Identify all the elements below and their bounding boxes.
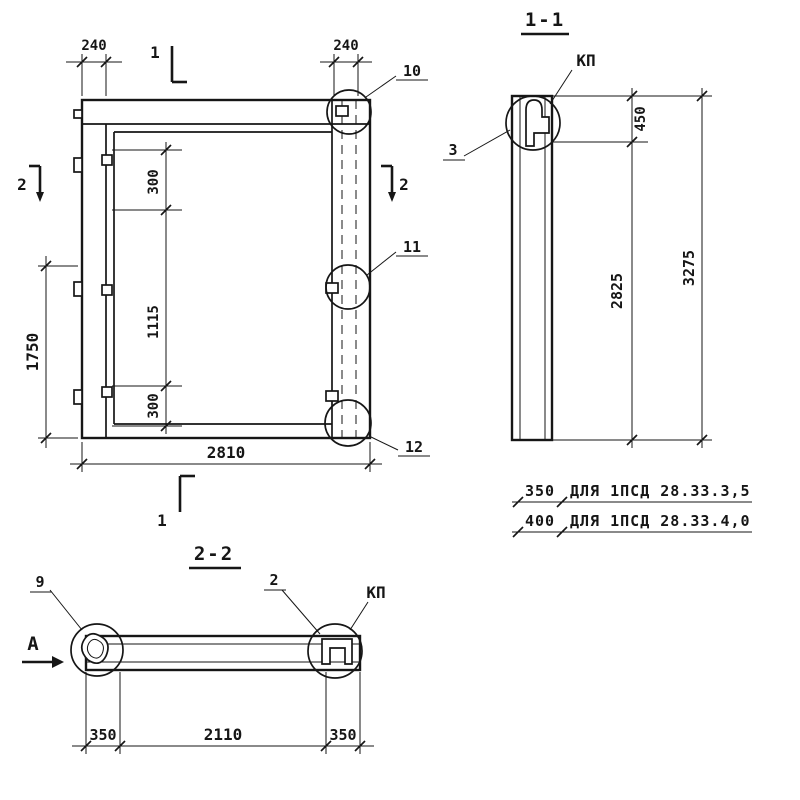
label-2-leader (281, 589, 321, 635)
section-mark-2-left-label: 2 (17, 175, 27, 194)
left-anchor-profile-inner (86, 638, 104, 659)
label-2: 2 (269, 571, 278, 589)
view-a-label: А (27, 633, 40, 655)
label-3: 3 (448, 141, 457, 159)
section-2-2-title: 2-2 (194, 543, 234, 565)
section-mark-2-right (381, 164, 396, 202)
note-2-text: ДЛЯ 1ПСД 28.33.4,0 (570, 512, 751, 530)
detail-10-label: 10 (403, 62, 421, 80)
dim-2110-label: 2110 (204, 725, 243, 744)
dim-350-right-label: 350 (329, 726, 356, 744)
section-2-2-view: 2-2 9 2 КП А (22, 543, 386, 754)
section-1-1-title: 1-1 (525, 9, 565, 31)
dim-240-right (320, 54, 372, 96)
dim-300-bottom-label: 300 (146, 393, 162, 418)
dim-2825-label: 2825 (608, 273, 626, 309)
section-mark-1-top (170, 46, 187, 84)
kp-channel-profile (321, 638, 353, 665)
label-9-leader (49, 589, 83, 631)
label-3-leader (463, 129, 511, 157)
notes-block: 350 ДЛЯ 1ПСД 28.33.3,5 400 ДЛЯ 1ПСД 28.3… (512, 482, 752, 538)
dim-450-label: 450 (633, 106, 649, 131)
section-mark-1-top-label: 1 (150, 43, 160, 62)
kp-hook-profile (525, 99, 550, 147)
dim-1750 (38, 256, 78, 448)
section-mark-1-bottom (178, 474, 195, 512)
kp-label-1-1: КП (576, 51, 595, 70)
left-anchor-profile (80, 632, 109, 665)
dim-300-top-label: 300 (146, 169, 162, 194)
column-section (505, 94, 561, 442)
right-detail-circle (307, 623, 363, 679)
view-arrow-a (22, 656, 64, 668)
dim-1115-label: 1115 (146, 305, 162, 339)
left-detail-circle (70, 623, 124, 677)
kp-detail-circle (505, 95, 561, 151)
dim-240-left-label: 240 (81, 38, 106, 54)
kp-leader-2-2 (349, 601, 369, 631)
dims-1-1 (552, 88, 712, 448)
front-view: 10 11 12 1 1 2 2 (17, 38, 430, 530)
dim-350-left-label: 350 (89, 726, 116, 744)
detail-12-label: 12 (405, 438, 423, 456)
dim-240-right-label: 240 (333, 38, 358, 54)
embed-plates (73, 105, 349, 405)
section-mark-2-right-label: 2 (399, 175, 409, 194)
dim-1750-label: 1750 (23, 333, 42, 372)
note-row-1 (512, 496, 752, 508)
section-mark-2-left (29, 164, 44, 202)
section-mark-1-bottom-label: 1 (157, 511, 167, 530)
note-row-2 (512, 526, 752, 538)
detail-11-label: 11 (403, 238, 421, 256)
dim-3275-label: 3275 (680, 250, 698, 286)
kp-leader (549, 69, 573, 105)
kp-label-2-2: КП (366, 583, 385, 602)
note-1-text: ДЛЯ 1ПСД 28.33.3,5 (570, 482, 751, 500)
slab-section (70, 623, 363, 679)
dim-2810-label: 2810 (207, 443, 246, 462)
dims-2-2 (72, 672, 374, 754)
label-9: 9 (35, 573, 44, 591)
section-1-1-view: 1-1 КП 3 450 2825 3275 (443, 9, 712, 448)
panel-outline (80, 98, 372, 440)
dim-240-left (66, 54, 122, 96)
dim-2810 (70, 442, 382, 472)
dim-chain-inner (112, 142, 182, 434)
note-1-dim: 350 (525, 482, 555, 500)
detail-callouts (324, 75, 430, 457)
note-2-dim: 400 (525, 512, 555, 530)
